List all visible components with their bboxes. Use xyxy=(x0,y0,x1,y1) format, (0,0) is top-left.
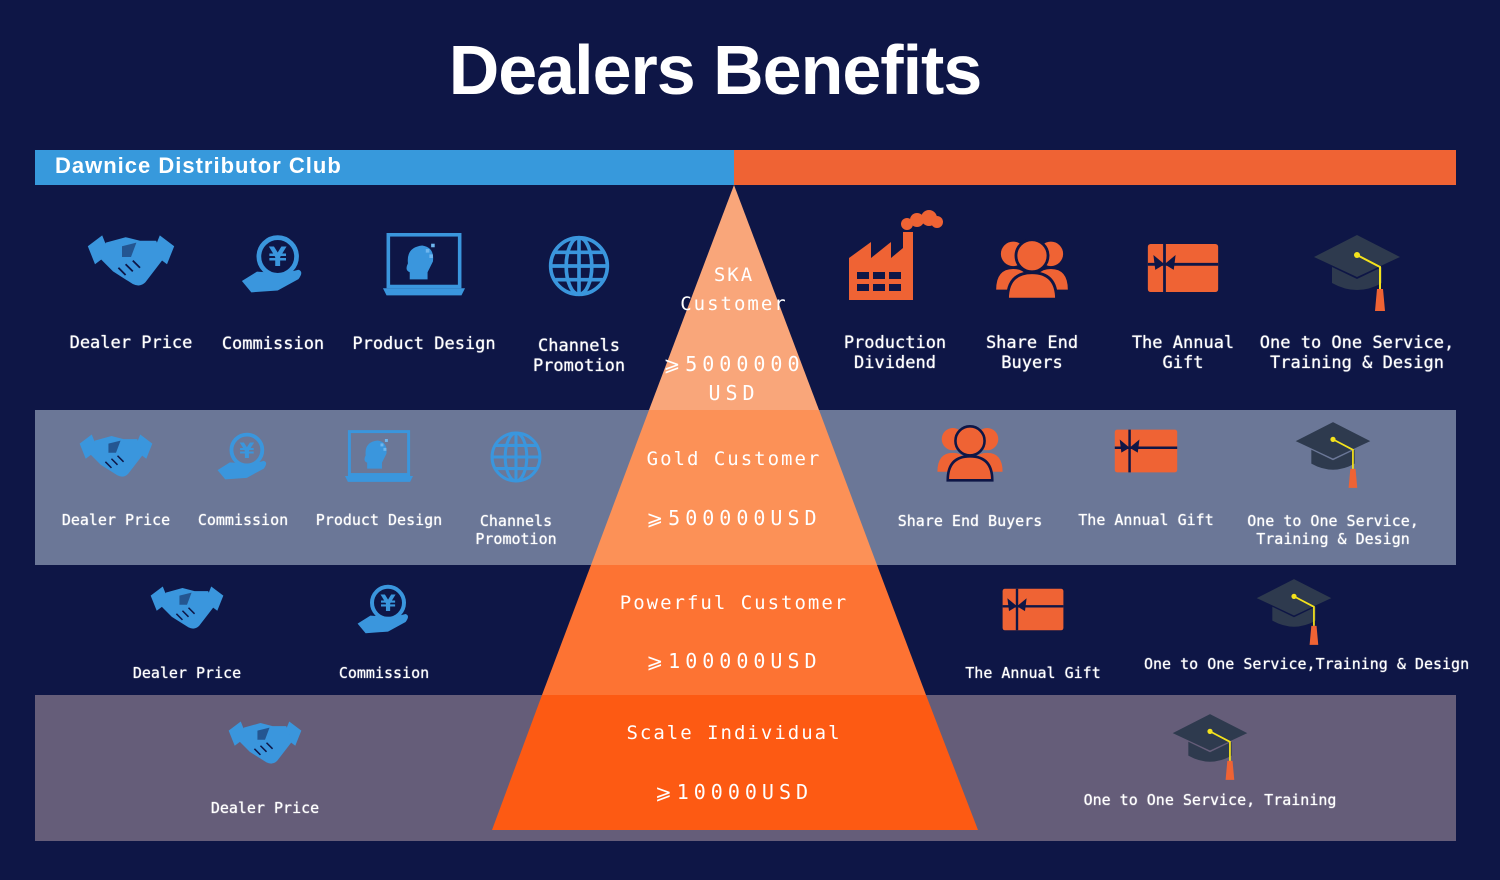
handshake-icon xyxy=(227,717,303,770)
graduation-cap-icon xyxy=(1294,420,1372,490)
handshake-icon xyxy=(86,230,176,293)
benefit-production-dividend: Production Dividend xyxy=(795,210,995,373)
benefit-share-end-buyers: Share End Buyers xyxy=(870,422,1070,530)
pyramid-tier-ska xyxy=(649,185,819,410)
globe-icon xyxy=(489,430,543,484)
factory-icon xyxy=(845,210,945,302)
benefit-share-end-buyers: Share End Buyers xyxy=(932,235,1132,373)
scale-name: Scale Individual xyxy=(626,722,842,744)
benefit-dealer-price: Dealer Price xyxy=(87,582,287,682)
gift-icon xyxy=(1001,587,1065,632)
benefit-dealer-price: Dealer Price xyxy=(31,230,231,353)
scale-threshold: ⩾10000USD xyxy=(654,780,814,804)
benefit-commission: Commission xyxy=(284,582,484,682)
benefit-one-to-one-service: One to One Service,Training & Design xyxy=(1144,577,1469,673)
benefit-annual-gift: The Annual Gift xyxy=(933,587,1133,682)
gold-name: Gold Customer xyxy=(646,448,822,470)
benefit-commission: Commission xyxy=(173,232,373,354)
graduation-cap-icon xyxy=(1255,577,1333,647)
yen-hand-icon xyxy=(240,232,306,298)
benefit-dealer-price: Dealer Price xyxy=(165,717,365,817)
pyramid-tier-powerful xyxy=(542,565,926,695)
laptop-design-icon xyxy=(379,233,469,299)
club-title: Dawnice Distributor Club xyxy=(55,153,342,178)
gift-icon xyxy=(1146,242,1220,294)
laptop-design-icon xyxy=(342,430,416,485)
benefit-annual-gift: The Annual Gift xyxy=(1083,242,1283,373)
benefit-channels-promotion: Channels Promotion xyxy=(479,234,679,376)
handshake-icon xyxy=(149,582,225,635)
benefit-commission: Commission xyxy=(143,430,343,529)
page-title: Dealers Benefits xyxy=(448,31,983,109)
pyramid-tier-gold xyxy=(591,410,877,565)
benefit-one-to-one-service: One to One Service, Training xyxy=(1060,712,1360,809)
benefit-one-to-one-service: One to One Service, Training & Design xyxy=(1257,233,1457,373)
gold-threshold: ⩾500000USD xyxy=(646,506,822,530)
benefit-dealer-price: Dealer Price xyxy=(16,430,216,529)
club-bar-blue xyxy=(35,150,734,185)
globe-icon xyxy=(547,234,611,298)
benefit-product-design: Product Design xyxy=(279,430,479,529)
benefit-channels-promotion: Channels Promotion xyxy=(416,430,616,548)
benefit-one-to-one-service: One to One Service, Training & Design xyxy=(1233,420,1433,548)
gift-icon xyxy=(1113,428,1179,474)
pyramid-tier-scale xyxy=(492,695,978,830)
yen-hand-icon xyxy=(216,430,270,484)
graduation-cap-icon xyxy=(1312,233,1402,313)
ska-name-2: Customer xyxy=(680,293,788,315)
users-icon xyxy=(992,235,1072,301)
yen-hand-icon xyxy=(356,582,412,638)
ska-threshold-1: ⩾5000000 xyxy=(663,352,805,376)
powerful-name: Powerful Customer xyxy=(619,592,849,614)
benefit-product-design: Product Design xyxy=(324,233,524,354)
benefit-annual-gift: The Annual Gift xyxy=(1046,428,1246,529)
ska-threshold-2: USD xyxy=(708,381,760,405)
graduation-cap-icon xyxy=(1171,712,1249,782)
ska-name-1: SKA xyxy=(713,264,755,286)
club-bar-orange xyxy=(734,150,1456,185)
powerful-threshold: ⩾100000USD xyxy=(646,649,822,673)
users-icon xyxy=(934,422,1006,482)
